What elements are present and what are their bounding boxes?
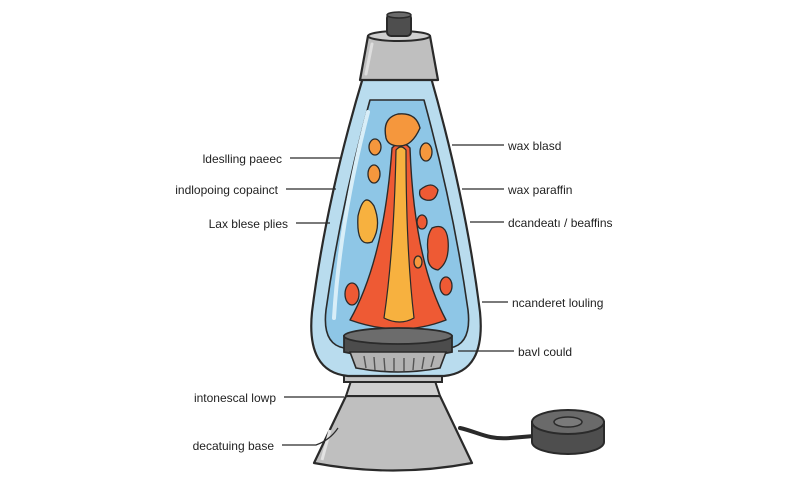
wax-blobs	[344, 138, 453, 306]
label-left-4: intonescal lowp	[193, 391, 276, 405]
power-switch	[531, 409, 605, 455]
power-cord	[458, 426, 536, 441]
label-right-2: wax paraffin	[508, 183, 573, 197]
label-left-1: ldeslling paeec	[202, 152, 282, 166]
lamp-base	[312, 394, 474, 472]
label-left-3: Lax blese plies	[208, 217, 288, 231]
wax-column	[349, 113, 447, 330]
lamp-cap	[358, 30, 440, 82]
label-right-1: wax blasd	[508, 139, 562, 153]
top-knob	[386, 11, 412, 37]
leader-lines-left	[282, 157, 344, 446]
label-right-5: bavl could	[518, 345, 573, 359]
label-left-5: decatuing base	[192, 439, 274, 453]
heating-coil	[343, 327, 453, 373]
label-right-3: dcandeatı / beaffins	[508, 216, 613, 230]
label-right-4: ncanderet louling	[512, 296, 604, 310]
label-left-2: indlopoing copainct	[175, 183, 278, 197]
leader-lines-right	[452, 144, 514, 352]
